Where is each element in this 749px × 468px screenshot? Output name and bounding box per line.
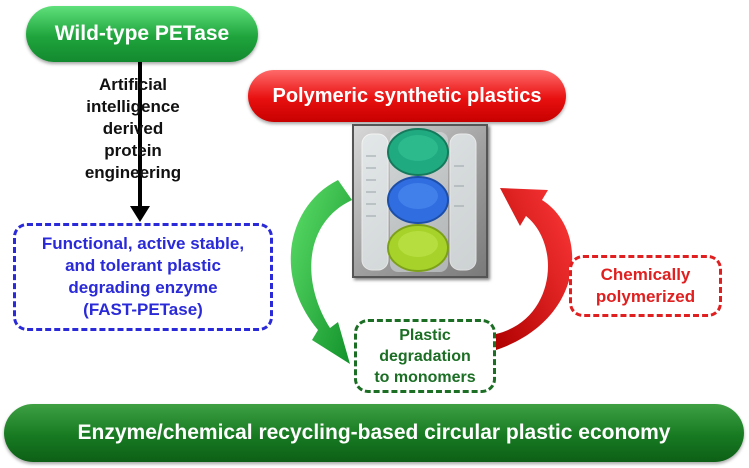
fast-line-1: Functional, active stable, bbox=[41, 234, 245, 253]
tubes-illustration bbox=[361, 128, 477, 272]
degradation-line-1: Plastic bbox=[399, 326, 451, 344]
circular-economy-node: Enzyme/chemical recycling-based circular… bbox=[4, 404, 744, 462]
fast-line-2: and tolerant plastic bbox=[65, 256, 221, 275]
chemically-polymerized-node: Chemically polymerized bbox=[569, 255, 722, 317]
degradation-arrow bbox=[290, 180, 352, 364]
circular-economy-label: Enzyme/chemical recycling-based circular… bbox=[77, 421, 671, 444]
degradation-line-3: to monomers bbox=[374, 368, 476, 386]
repolymerize-arrow bbox=[496, 188, 573, 350]
fast-line-4: (FAST-PETase) bbox=[83, 300, 203, 319]
ai-line-4: protein bbox=[104, 141, 162, 160]
chemically-line-2: polymerized bbox=[595, 287, 696, 306]
ai-line-2: intelligence bbox=[86, 97, 180, 116]
fast-petase-node: Functional, active stable, and tolerant … bbox=[13, 223, 273, 331]
ai-engineering-label: Artificial intelligence derived protein … bbox=[50, 74, 216, 184]
polymeric-plastics-label: Polymeric synthetic plastics bbox=[272, 84, 542, 107]
fast-line-3: degrading enzyme bbox=[68, 278, 218, 297]
ai-line-3: derived bbox=[102, 119, 164, 138]
chemically-line-1: Chemically bbox=[600, 265, 691, 284]
ai-line-1: Artificial bbox=[98, 75, 168, 94]
wild-type-petase-label: Wild-type PETase bbox=[54, 22, 230, 45]
engineering-arrow-head bbox=[130, 206, 150, 222]
plastic-tubes-photo bbox=[352, 124, 488, 278]
degradation-line-2: degradation bbox=[379, 347, 471, 365]
degradation-node: Plastic degradation to monomers bbox=[354, 319, 496, 393]
wild-type-petase-node: Wild-type PETase bbox=[26, 6, 258, 62]
ai-line-5: engineering bbox=[84, 163, 182, 182]
polymeric-plastics-node: Polymeric synthetic plastics bbox=[248, 70, 566, 122]
